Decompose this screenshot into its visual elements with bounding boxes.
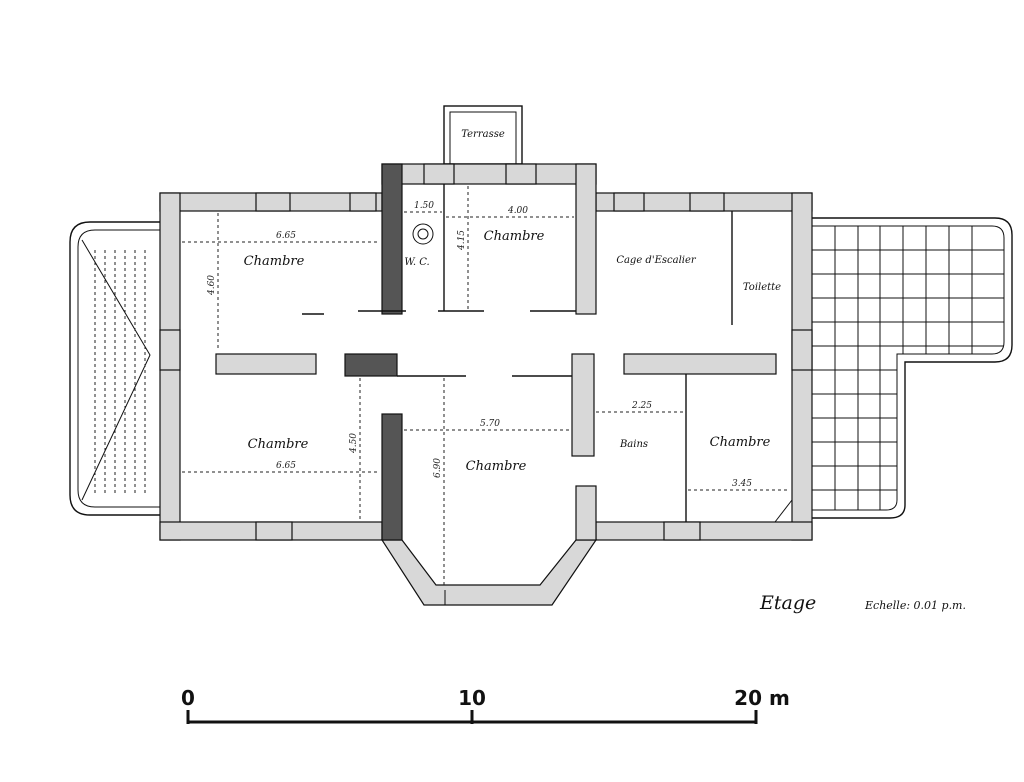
room-label-chambre-s: Chambre [466,459,527,474]
east-terrace [812,217,1013,519]
dim-chambre-n-depth: 4.15 [457,230,467,251]
north-terrace: Terrasse [443,105,523,165]
scale-label-20m: 20 m [734,686,790,710]
dim-sw-depth: 4.50 [349,433,359,454]
scale-note: Echelle: 0.01 p.m. [864,599,966,612]
terrace-label: Terrasse [461,129,505,140]
room-label-chambre-se: Chambre [710,435,771,450]
room-label-chambre-sw: Chambre [248,437,309,452]
scale-bar: 0 10 20 m [181,686,790,724]
room-label-cage-escalier: Cage d'Escalier [616,255,697,266]
room-labels: Chambre W. C. Chambre Cage d'Escalier To… [244,229,781,474]
scale-label-0: 0 [181,686,195,710]
dim-sw-width: 6.65 [276,461,296,471]
scale-label-10: 10 [458,686,486,710]
room-label-chambre-nw: Chambre [244,254,305,269]
dim-nw-depth: 4.60 [207,275,217,296]
room-label-bains: Bains [619,439,648,450]
dim-nw-width: 6.65 [276,231,296,241]
plan-title: Etage [759,592,816,614]
dimension-labels: 6.65 4.60 1.50 4.00 4.15 6.65 4.50 5.70 … [207,201,752,489]
dim-s-width: 5.70 [480,419,500,429]
windows [159,163,813,541]
dim-se-width: 3.45 [732,479,752,489]
dimension-lines [182,186,790,585]
room-label-wc: W. C. [404,257,429,268]
dim-wc-width: 1.50 [414,201,434,211]
room-label-chambre-n: Chambre [484,229,545,244]
room-label-toilette: Toilette [743,282,781,293]
dim-chambre-n-width: 4.00 [507,206,528,216]
dim-s-depth: 6.90 [433,458,443,478]
west-terrace [69,221,160,516]
dim-bains-width: 2.25 [631,401,652,411]
inner-walls [215,184,793,541]
